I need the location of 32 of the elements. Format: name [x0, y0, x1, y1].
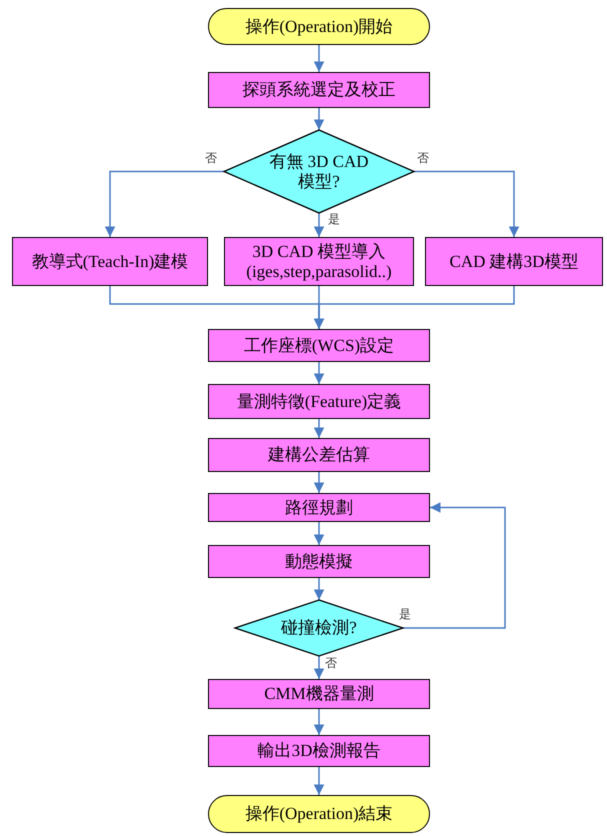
decision-diamond: 有無 3D CAD模型? [224, 130, 414, 213]
arrow [314, 286, 515, 329]
arrow [314, 213, 324, 237]
arrow [314, 578, 324, 600]
process-box: 探頭系統選定及校正 [208, 72, 430, 108]
arrow [314, 709, 324, 735]
arrow [403, 502, 506, 629]
arrow [314, 656, 324, 679]
edge-label: 是 [398, 608, 412, 622]
arrow [314, 767, 324, 795]
arrow [414, 170, 520, 237]
process-box: 教導式(Teach-In)建模 [12, 237, 208, 286]
edge-label: 否 [324, 657, 338, 670]
arrow [314, 419, 324, 438]
arrow [314, 522, 324, 545]
process-box: 動態模擬 [208, 545, 430, 578]
arrow [314, 108, 324, 130]
edge-label: 否 [416, 152, 430, 166]
process-box: CAD 建構3D模型 [425, 237, 603, 286]
process-box: 3D CAD 模型導入 (iges,step,parasolid..) [224, 237, 414, 286]
process-box: 路徑規劃 [208, 493, 430, 522]
edge-label: 否 [204, 152, 218, 166]
edge-label: 是 [327, 213, 341, 226]
process-box: 工作座標(WCS)設定 [208, 329, 430, 362]
arrow [314, 472, 324, 493]
process-box: 量測特徵(Feature)定義 [208, 384, 430, 419]
arrow [314, 45, 324, 72]
arrow [314, 362, 324, 384]
process-box: 輸出3D檢測報告 [208, 735, 430, 767]
process-box: CMM機器量測 [208, 679, 430, 709]
arrow [104, 170, 224, 237]
process-box: 建構公差估算 [208, 438, 430, 472]
